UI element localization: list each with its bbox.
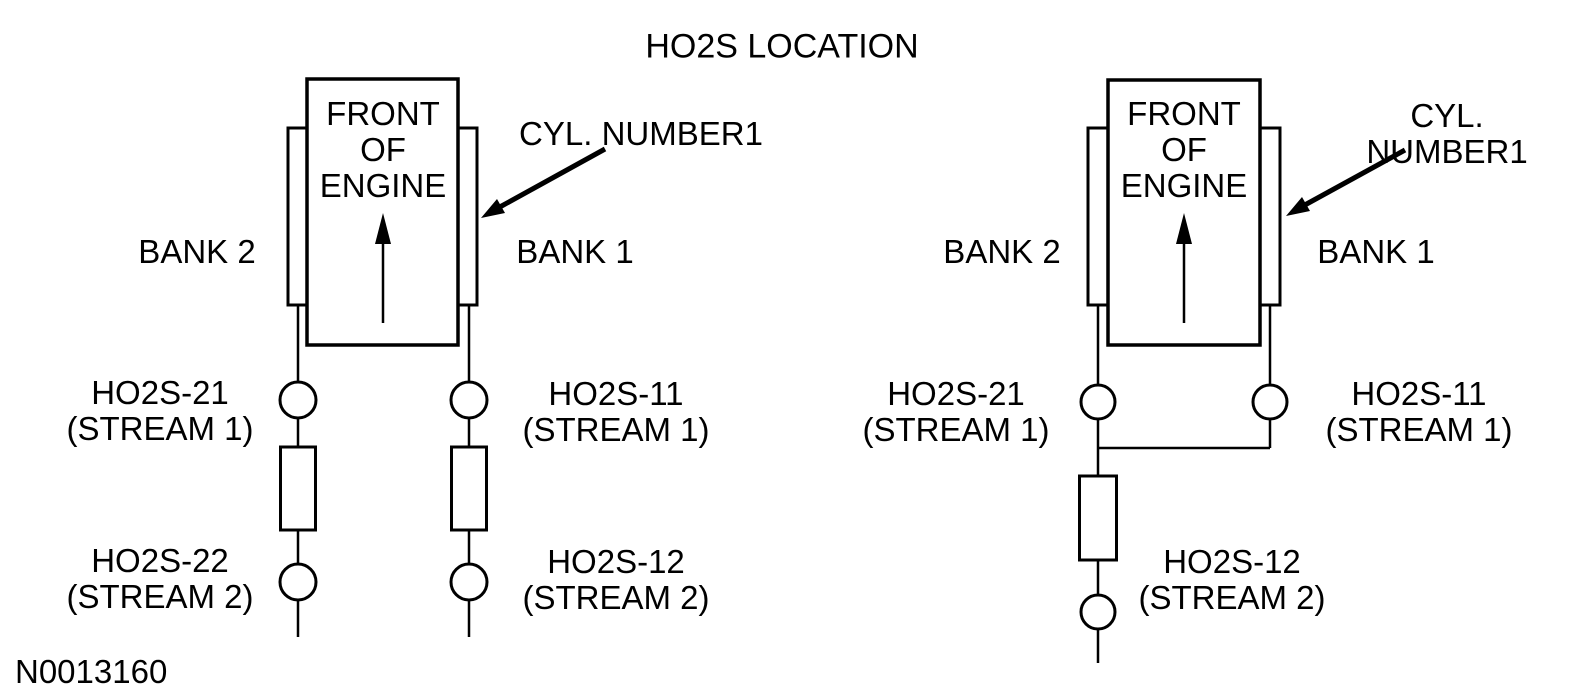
right-ho2s21-stream: (STREAM 1) <box>862 411 1050 448</box>
right-cyl-number-label: CYL. NUMBER1 <box>1366 97 1528 170</box>
right-ho2s12-stream: (STREAM 2) <box>1138 579 1326 616</box>
right-engine-box <box>1106 78 1262 347</box>
left-ho2s21-stream: (STREAM 1) <box>66 410 254 447</box>
left-front-direction-arrow-icon <box>375 213 391 244</box>
right-bank2-label: BANK 2 <box>943 233 1061 270</box>
right-ho2s21-sensor-circle <box>1079 383 1117 421</box>
right-front-direction-arrow-icon <box>1176 213 1192 244</box>
left-ho2s12-sensor-circle <box>449 562 489 602</box>
right-ho2s11-name: HO2S-11 <box>1351 375 1487 412</box>
left-bank1-catalytic-converter <box>450 445 488 532</box>
right-catalytic-converter <box>1078 474 1118 562</box>
left-front-of-engine-label: FRONT OF ENGINE <box>319 95 447 204</box>
left-bank2-cylinder-block <box>286 126 309 307</box>
right-ho2s21-label: HO2S-21 (STREAM 1) <box>862 376 1049 448</box>
figure-number: N0013160 <box>15 653 168 690</box>
left-bank1-label: BANK 1 <box>516 233 634 270</box>
right-ho2s12-sensor-circle <box>1079 593 1117 631</box>
left-ho2s21-sensor-circle <box>278 380 318 420</box>
left-bank2-label: BANK 2 <box>138 233 256 270</box>
left-ho2s12-stream: (STREAM 2) <box>522 579 710 616</box>
right-ho2s11-sensor-circle <box>1251 383 1289 421</box>
right-cyl-pointer-arrow-icon <box>1286 197 1310 216</box>
right-bank1-label: BANK 1 <box>1317 233 1435 270</box>
left-ho2s22-stream: (STREAM 2) <box>66 578 254 615</box>
right-ho2s12-label: HO2S-12 (STREAM 2) <box>1138 544 1325 616</box>
right-front-of-engine-label: FRONT OF ENGINE <box>1120 95 1248 204</box>
left-ho2s21-name: HO2S-21 <box>91 374 229 411</box>
right-ho2s11-stream: (STREAM 1) <box>1325 411 1513 448</box>
right-ho2s21-name: HO2S-21 <box>887 375 1025 412</box>
left-ho2s11-sensor-circle <box>449 380 489 420</box>
right-bank2-cylinder-block <box>1086 126 1110 307</box>
left-ho2s22-label: HO2S-22 (STREAM 2) <box>66 543 253 615</box>
left-cyl-pointer-arrow-icon <box>481 199 505 218</box>
left-ho2s12-label: HO2S-12 (STREAM 2) <box>522 544 709 616</box>
right-ho2s12-name: HO2S-12 <box>1163 543 1301 580</box>
left-ho2s12-name: HO2S-12 <box>547 543 685 580</box>
left-ho2s22-sensor-circle <box>278 562 318 602</box>
left-bank2-catalytic-converter <box>279 445 317 532</box>
left-ho2s11-label: HO2S-11 (STREAM 1) <box>522 376 709 448</box>
left-bank1-cylinder-block <box>456 126 479 307</box>
left-ho2s11-stream: (STREAM 1) <box>522 411 710 448</box>
left-cyl-pointer-arrow-shaft <box>496 146 607 211</box>
right-ho2s11-label: HO2S-11 (STREAM 1) <box>1325 376 1512 448</box>
right-diagram-shapes <box>1078 78 1407 663</box>
left-ho2s11-name: HO2S-11 <box>548 375 684 412</box>
right-bank1-cylinder-block <box>1258 126 1282 307</box>
left-cyl-number-label: CYL. NUMBER1 <box>519 115 763 152</box>
page-title: HO2S LOCATION <box>645 27 919 66</box>
right-cyl-pointer-arrow-shaft <box>1301 147 1407 209</box>
left-diagram-shapes <box>278 77 607 637</box>
left-ho2s21-label: HO2S-21 (STREAM 1) <box>66 375 253 447</box>
left-ho2s22-name: HO2S-22 <box>91 542 229 579</box>
